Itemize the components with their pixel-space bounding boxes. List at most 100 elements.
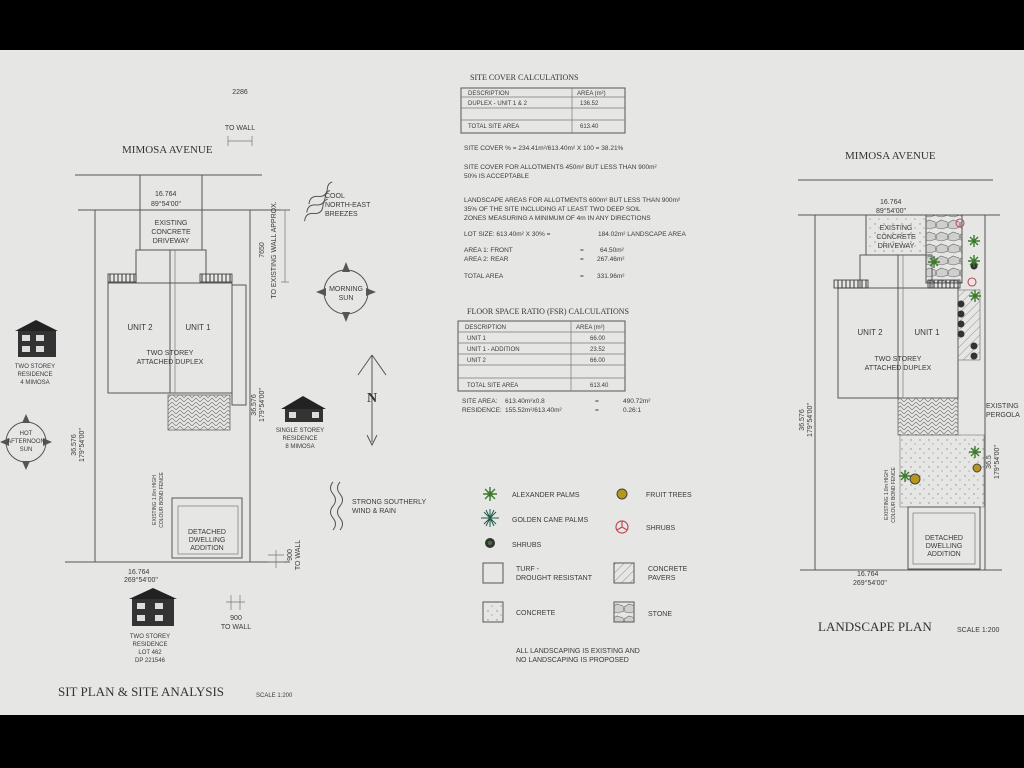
landscape-plan: MIMOSA AVENUE 16.764 89°54'00" 16.764 26… — [798, 150, 1020, 634]
lp-right-bearing: 179°54'00" — [993, 445, 1001, 479]
neighbour-left-line3: 4 MIMOSA — [20, 380, 49, 386]
lp-front-bearing: 89°54'00" — [876, 207, 906, 215]
lp-unit2-label: UNIT 2 — [857, 328, 883, 337]
wind-icon — [330, 481, 343, 531]
lp-duplex-line2: ATTACHED DUPLEX — [865, 365, 932, 372]
lp-left-length: 36.576 — [799, 409, 806, 431]
fsr-site-area-eq: = — [595, 398, 599, 405]
fsr-row1-area: 66.00 — [590, 336, 606, 342]
fsr-header-area: AREA (m²) — [576, 325, 605, 331]
stone-icon — [613, 601, 635, 623]
landscape-calc-line1: LANDSCAPE AREAS FOR ALLOTMENTS 600m² BUT… — [464, 197, 681, 204]
wall-dim-line — [281, 209, 289, 283]
landscape-calc-line2: 35% OF THE SITE INCLUDING AT LEAST TWO D… — [464, 206, 641, 213]
pavers-icon — [613, 562, 635, 584]
fsr-residence-label: RESIDENCE: — [462, 407, 502, 414]
site-fence-line2: COLOUR BOND FENCE — [159, 472, 165, 528]
site-street-name: MIMOSA AVENUE — [122, 144, 213, 156]
area2-label: AREA 2: REAR — [464, 256, 509, 263]
fsr-site-area-label: SITE AREA: — [462, 398, 498, 405]
lp-front-length: 16.764 — [880, 199, 902, 206]
drawing-canvas: 2286 TO WALL MIMOSA AVENUE 16.764 89°54'… — [0, 73, 1020, 699]
site-cover-note2: 50% IS ACCEPTABLE — [464, 173, 530, 180]
dim-900-bottom-line — [226, 595, 245, 610]
dim-900-right-label: TO WALL — [295, 540, 302, 570]
legend-alexander-palms: ALEXANDER PALMS — [512, 492, 580, 499]
lp-pavers — [897, 397, 959, 436]
dim-900-right-value: 900 — [287, 549, 294, 561]
fsr-row3-desc: UNIT 2 — [467, 358, 487, 364]
site-duplex-line2: ATTACHED DUPLEX — [137, 359, 204, 366]
neighbour-right-line1: SINGLE STOREY — [276, 428, 324, 434]
lp-driveway-line2: CONCRETE — [876, 234, 916, 241]
area1-label: AREA 1: FRONT — [464, 247, 513, 254]
site-side-path — [231, 284, 247, 406]
lp-balcony-left — [833, 279, 869, 289]
legend-shrubs-pink: SHRUBS — [646, 525, 676, 532]
site-cover-note1: SITE COVER FOR ALLOTMENTS 450m² BUT LESS… — [464, 164, 657, 171]
site-duplex-line1: TWO STOREY — [147, 350, 194, 357]
drawing-sheet: 2286 TO WALL MIMOSA AVENUE 16.764 89°54'… — [0, 50, 1024, 715]
fsr-total-area: 613.40 — [590, 383, 609, 389]
site-plan-title: SIT PLAN & SITE ANALYSIS — [58, 684, 224, 699]
site-unit1-label: UNIT 1 — [185, 323, 211, 332]
breeze-line3: BREEZES — [325, 211, 358, 218]
fsr-header-desc: DESCRIPTION — [465, 325, 506, 331]
lp-fence-line1: EXISTING 1.8m HIGH — [884, 470, 890, 520]
lot-size-label: LOT SIZE: 613.40m² X 30% = — [464, 231, 551, 238]
site-fence-line1: EXISTING 1.8m HIGH — [152, 475, 158, 525]
site-cover-header-desc: DESCRIPTION — [468, 91, 509, 97]
house-two-storey-bottom-icon — [129, 588, 177, 626]
afternoon-sun-line3: SUN — [20, 447, 33, 453]
site-cover-calculations: SITE COVER CALCULATIONS DESCRIPTION AREA… — [460, 73, 657, 180]
site-cover-title: SITE COVER CALCULATIONS — [470, 73, 578, 82]
site-cover-total-desc: TOTAL SITE AREA — [468, 124, 519, 130]
site-right-length: 36.576 — [251, 394, 258, 416]
wall-dim-value: 7650 — [259, 242, 266, 258]
lp-rear-length: 16.764 — [857, 571, 879, 578]
lp-rear-concrete — [899, 434, 985, 508]
lp-pergola-line1: EXISTING — [986, 403, 1019, 410]
fsr-residence-value: 0.26:1 — [623, 407, 641, 414]
legend-fruit-trees: FRUIT TREES — [646, 492, 692, 499]
site-plan: 2286 TO WALL MIMOSA AVENUE 16.764 89°54'… — [0, 89, 426, 699]
breeze-line2: NORTH-EAST — [325, 202, 371, 209]
lp-pink-shrub-icon — [955, 218, 977, 287]
site-detached-line1: DETACHED — [188, 529, 226, 536]
neighbour-right-line2: RESIDENCE — [282, 436, 317, 442]
site-cover-header-area: AREA (m²) — [577, 91, 606, 97]
concrete-icon — [482, 601, 504, 623]
site-pavers — [167, 394, 231, 431]
site-balcony-left — [107, 273, 137, 283]
lp-fence-line2: COLOUR BOND FENCE — [891, 467, 897, 523]
site-driveway-line1: EXISTING — [155, 220, 188, 227]
breeze-icon — [304, 181, 333, 222]
setback-top-value: 2286 — [232, 89, 248, 96]
neighbour-left-line1: TWO STOREY — [15, 364, 55, 370]
site-detached-outer — [171, 497, 243, 559]
site-plan-scale: SCALE 1:200 — [256, 693, 293, 699]
site-cover-row-area: 136.52 — [580, 101, 599, 107]
area1-eq: = — [580, 247, 584, 254]
legend-shrubs-dark: SHRUBS — [512, 542, 542, 549]
lp-driveway-line1: EXISTING — [880, 225, 913, 232]
neighbour-bottom-line2: RESIDENCE — [132, 642, 167, 648]
site-cover-row-desc: DUPLEX - UNIT 1 & 2 — [468, 101, 528, 107]
site-front-bearing: 89°54'00" — [151, 200, 181, 208]
dim-900-right-line — [268, 550, 284, 568]
site-left-length: 36.576 — [71, 434, 78, 456]
fsr-row1-desc: UNIT 1 — [467, 336, 487, 342]
neighbour-right-line3: 8 MIMOSA — [285, 444, 314, 450]
neighbour-bottom-line4: DP 221546 — [135, 658, 166, 664]
morning-sun-icon — [316, 262, 376, 322]
fsr-site-area-value: 490.72m² — [623, 398, 651, 405]
fsr-calculations: FLOOR SPACE RATIO (FSR) CALCULATIONS DES… — [457, 307, 651, 414]
landscape-plan-scale: SCALE 1:200 — [957, 627, 1000, 634]
north-label: N — [367, 391, 377, 406]
afternoon-sun-line1: HOT — [20, 431, 33, 437]
fsr-row2-area: 23.52 — [590, 347, 606, 353]
site-left-bearing: 179°54'00" — [78, 428, 86, 462]
legend-pavers-line2: PAVERS — [648, 575, 676, 582]
fsr-title: FLOOR SPACE RATIO (FSR) CALCULATIONS — [467, 307, 629, 316]
neighbour-bottom-line1: TWO STOREY — [130, 634, 170, 640]
